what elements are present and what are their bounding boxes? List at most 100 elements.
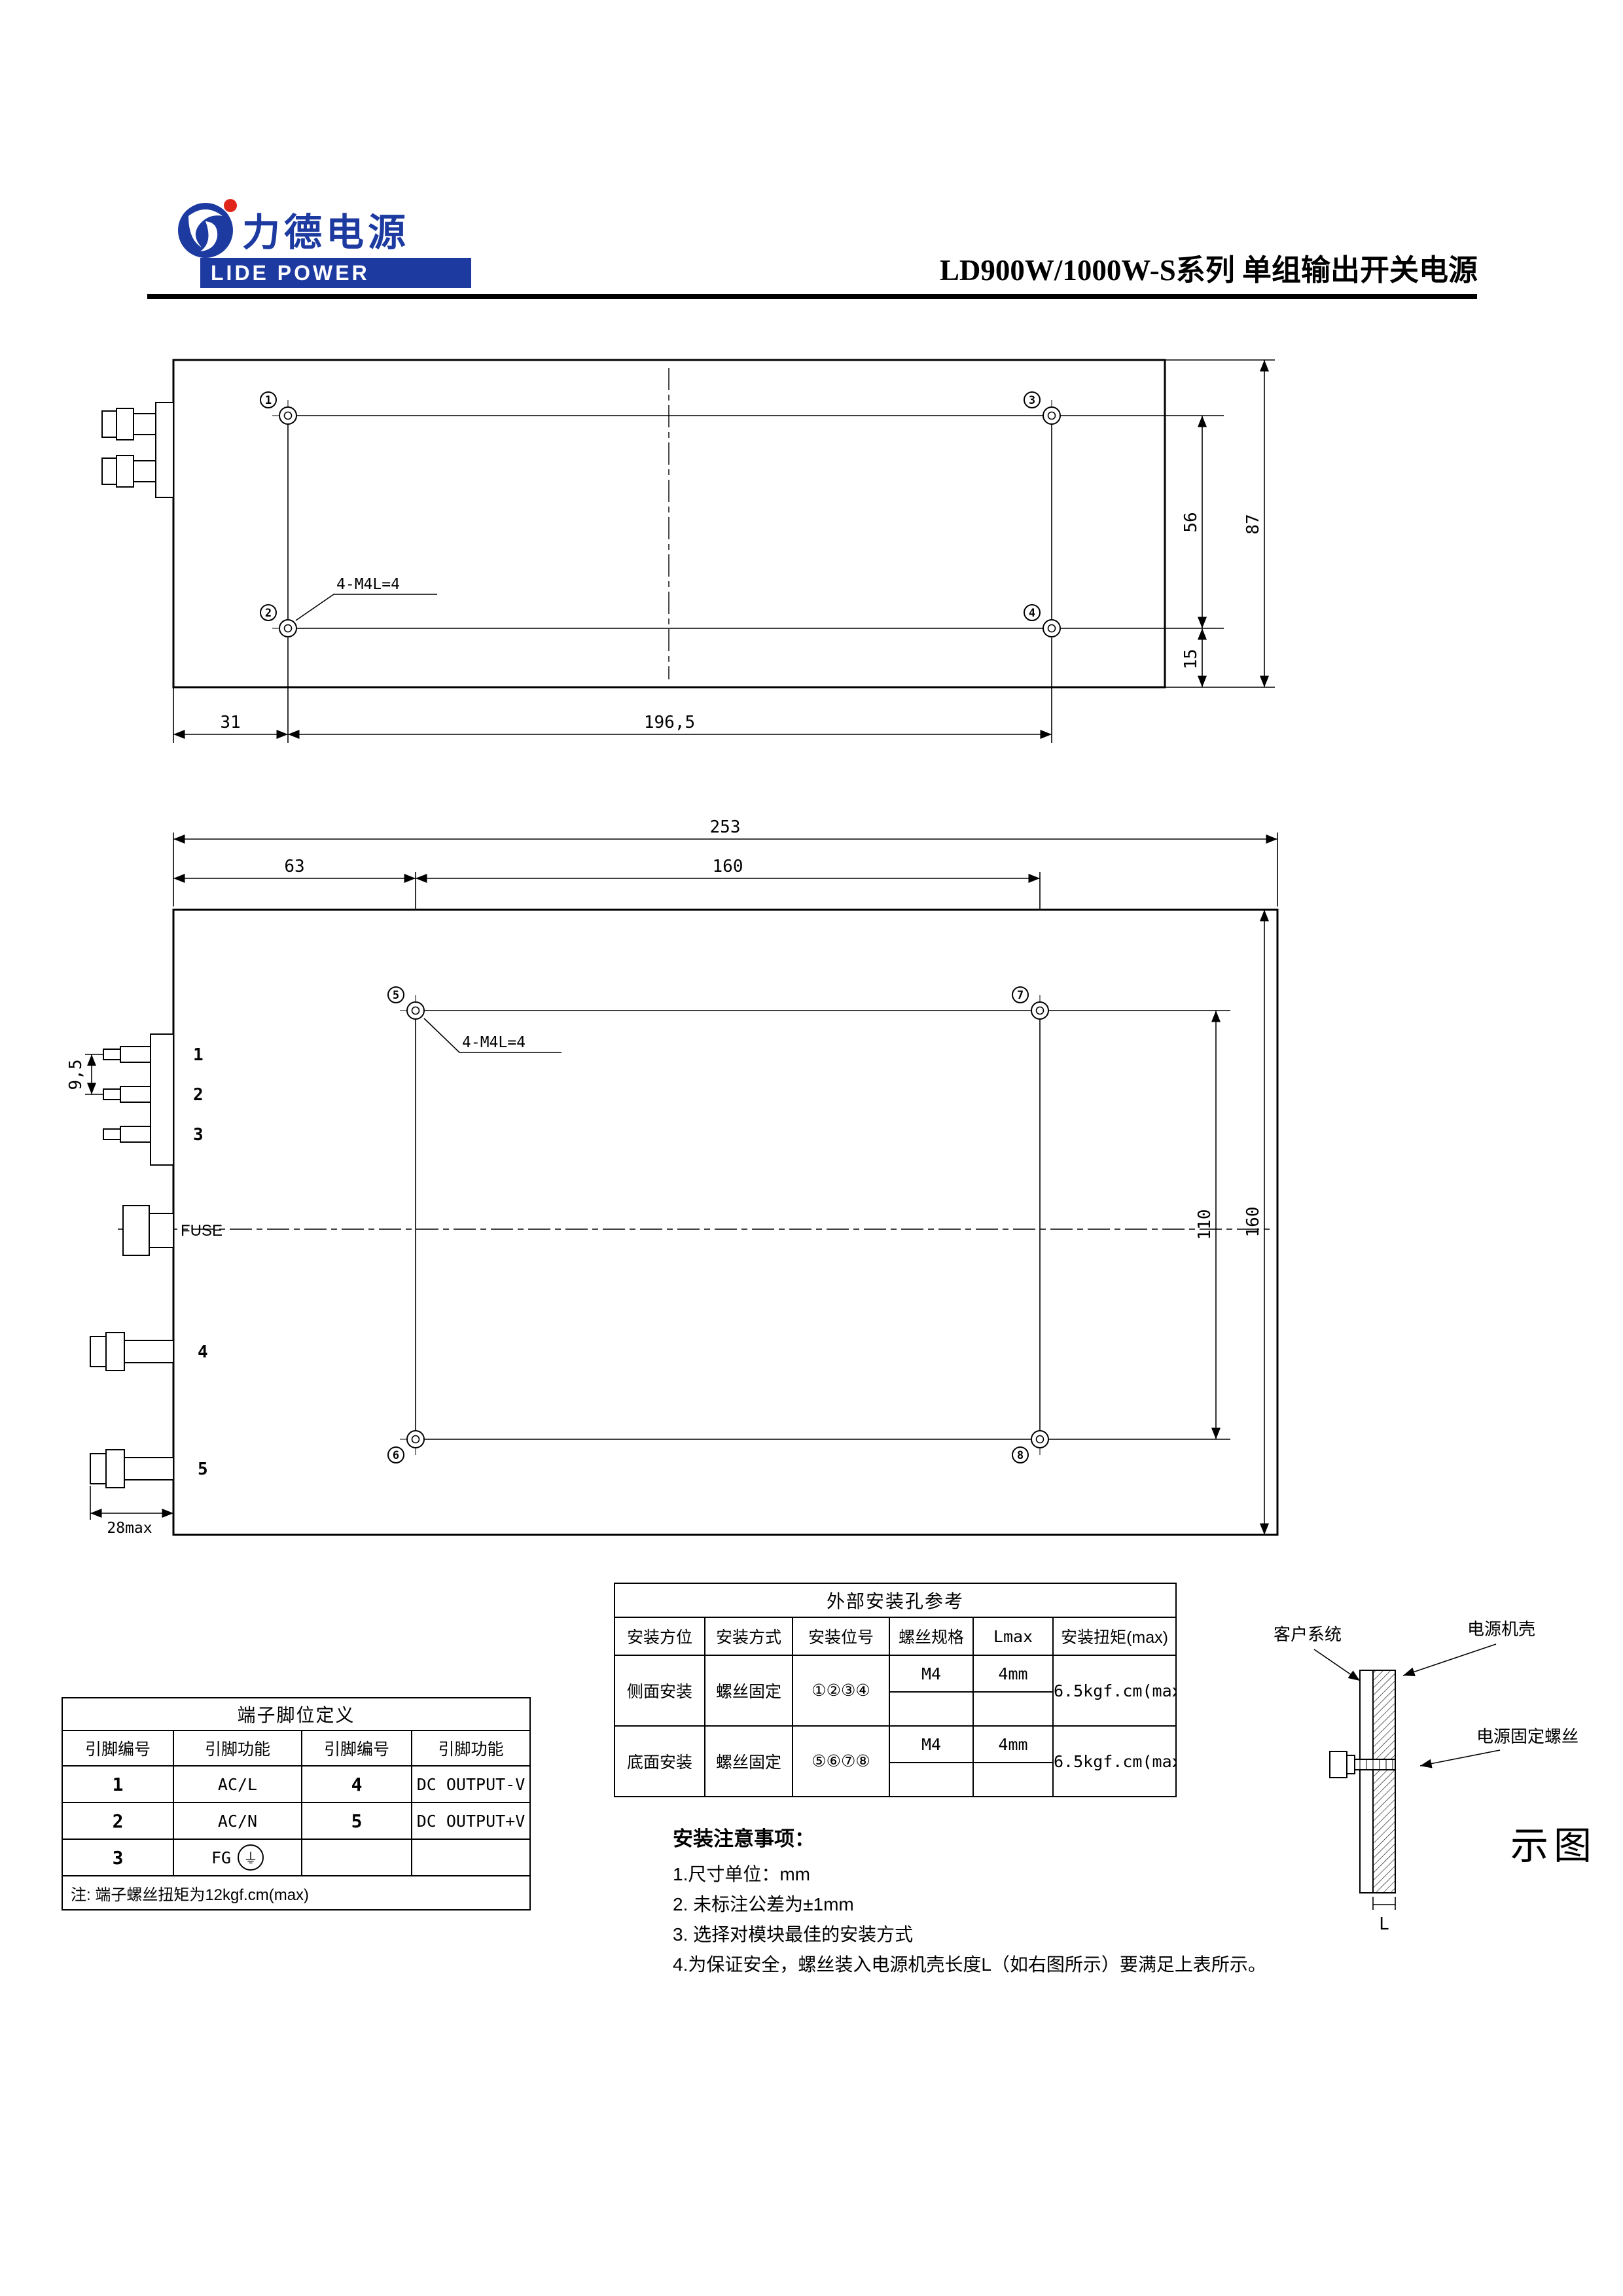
dim-160-top: 160	[713, 857, 743, 876]
fuse-holder	[122, 1205, 174, 1256]
dim-31: 31	[220, 713, 240, 732]
note-item-3: 3. 选择对模块最佳的安装方式	[673, 1924, 914, 1945]
logo-swirl-icon	[178, 199, 237, 258]
hole-number-badge: 2	[265, 607, 272, 620]
table-row: 侧面安装 螺丝固定 ①②③④ M4 4mm 6.5kgf.cm(max)	[614, 1655, 1177, 1727]
pin-label-3: 3	[193, 1125, 204, 1145]
mount-col-position: 安装方位	[614, 1617, 705, 1656]
empty-cell	[410, 1839, 531, 1876]
hole-number-badge: 4	[1029, 607, 1035, 620]
screw-mount-illustration: 客户系统 电源机壳 电源固定螺丝 L 示图	[1274, 1619, 1597, 1934]
thread-label: 4-M4L=4	[336, 576, 400, 593]
empty-cell	[301, 1839, 412, 1876]
pin-fn-fg: FG	[211, 1848, 232, 1867]
dc-output-stud-5	[90, 1449, 174, 1488]
mounting-hole-4: 4	[1024, 604, 1067, 644]
pin-fn: AC/L	[173, 1765, 302, 1803]
mount-lmax: 4mm	[972, 1655, 1054, 1693]
top-view-drawing: 253 63 160 5 7	[66, 817, 1279, 1537]
empty-cell	[889, 1691, 974, 1727]
table-row: 1 AC/L 4 DC OUTPUT-V	[62, 1765, 531, 1803]
note-item-4: 4.为保证安全，螺丝装入电源机壳长度L（如右图所示）要满足上表所示。	[673, 1954, 1266, 1975]
logo-english-name: LIDE POWER	[200, 258, 471, 288]
pin-col-no-b: 引脚编号	[301, 1730, 412, 1767]
mount-position: 侧面安装	[614, 1655, 705, 1727]
pin-col-fn-a: 引脚功能	[173, 1730, 302, 1767]
empty-cell	[972, 1762, 1054, 1797]
mount-col-lmax: Lmax	[972, 1617, 1054, 1656]
depth-l-label: L	[1379, 1914, 1389, 1934]
mount-reference-table: 外部安装孔参考 安装方位 安装方式 安装位号 螺丝规格 Lmax 安装扭矩(ma…	[613, 1583, 1177, 1797]
mount-holes: ①②③④	[792, 1655, 890, 1727]
hole-number-badge: 6	[393, 1449, 399, 1462]
dim-196-5: 196,5	[644, 713, 695, 732]
pin-definition-table: 端子脚位定义 引脚编号 引脚功能 引脚编号 引脚功能 1 AC/L 4 DC O…	[61, 1697, 531, 1910]
side-view-drawing: 1 3 2 4 4-M4L=4 56 15	[101, 359, 1275, 743]
dc-output-stud-4	[90, 1332, 174, 1371]
fixing-screw	[1329, 1751, 1396, 1778]
table-row: 底面安装 螺丝固定 ⑤⑥⑦⑧ M4 4mm 6.5kgf.cm(max)	[614, 1725, 1177, 1797]
table-row: 3 FG ⏚	[62, 1839, 531, 1876]
mount-torque: 6.5kgf.cm(max)	[1052, 1655, 1177, 1727]
mount-col-torque: 安装扭矩(max)	[1052, 1617, 1177, 1656]
mount-holes: ⑤⑥⑦⑧	[792, 1725, 890, 1797]
table-row	[615, 1691, 1176, 1727]
mount-method: 螺丝固定	[704, 1725, 793, 1797]
logo-chinese-name: 力德电源	[242, 211, 410, 254]
dim-110: 110	[1195, 1210, 1215, 1240]
empty-cell	[889, 1762, 974, 1797]
hole-number-badge: 8	[1017, 1449, 1024, 1462]
mounting-hole-6: 6	[387, 1424, 431, 1463]
empty-cell	[972, 1691, 1054, 1727]
pin-fn: DC OUTPUT+V	[410, 1802, 531, 1840]
pin-table-title: 端子脚位定义	[61, 1697, 531, 1731]
dim-160-right: 160	[1243, 1207, 1263, 1238]
note-item-2: 2. 未标注公差为±1mm	[673, 1894, 854, 1914]
pin-no: 5	[301, 1802, 412, 1840]
fixing-screw-label: 电源固定螺丝	[1476, 1727, 1578, 1746]
pin-no: 4	[301, 1765, 412, 1803]
mount-spec: M4	[889, 1655, 974, 1693]
mounting-hole-1: 1	[260, 391, 304, 431]
chassis-outline	[172, 908, 1279, 1536]
mount-col-holes: 安装位号	[792, 1617, 890, 1656]
dim-63: 63	[284, 857, 304, 876]
thread-leader	[423, 1018, 562, 1053]
psu-case-wall	[1372, 1670, 1396, 1893]
thread-label: 4-M4L=4	[462, 1034, 526, 1051]
page-title: LD900W/1000W-S系列 单组输出开关电源	[939, 254, 1478, 287]
hole-number-badge: 1	[265, 394, 272, 407]
pin-label-1: 1	[193, 1045, 204, 1065]
installation-notes: 安装注意事项： 1.尺寸单位：mm 2. 未标注公差为±1mm 3. 选择对模块…	[673, 1822, 1266, 1980]
dim-253: 253	[710, 817, 741, 837]
dim-9-5: 9,5	[66, 1060, 86, 1090]
ac-terminal-block	[103, 1033, 174, 1166]
pin-no: 2	[62, 1802, 174, 1840]
illustration-caption: 示图	[1510, 1825, 1597, 1867]
pin-no: 3	[62, 1839, 174, 1876]
customer-system-label: 客户系统	[1274, 1624, 1342, 1644]
table-row: 2 AC/N 5 DC OUTPUT+V	[62, 1802, 531, 1840]
header-rule	[147, 294, 1477, 299]
input-terminal-studs	[101, 402, 174, 498]
hole-number-badge: 3	[1029, 394, 1035, 407]
thread-leader	[295, 594, 437, 621]
pin-no: 1	[62, 1765, 174, 1803]
pin-label-5: 5	[198, 1460, 208, 1479]
dim-28max: 28max	[107, 1520, 152, 1537]
pin-fn: DC OUTPUT-V	[410, 1765, 531, 1803]
hole-number-badge: 5	[393, 989, 399, 1002]
pin-col-no-a: 引脚编号	[62, 1730, 174, 1767]
mount-col-method: 安装方式	[704, 1617, 793, 1656]
mounting-hole-2: 2	[260, 604, 304, 644]
mount-spec: M4	[889, 1725, 974, 1763]
pin-label-4: 4	[198, 1342, 208, 1362]
mounting-hole-7: 7	[1012, 986, 1056, 1026]
mount-method: 螺丝固定	[704, 1655, 793, 1727]
pin-fn: FG ⏚	[173, 1839, 302, 1876]
dim-56: 56	[1181, 512, 1201, 532]
psu-case-label: 电源机壳	[1467, 1619, 1535, 1639]
dim-87: 87	[1243, 514, 1263, 534]
fuse-label: FUSE	[181, 1222, 223, 1240]
